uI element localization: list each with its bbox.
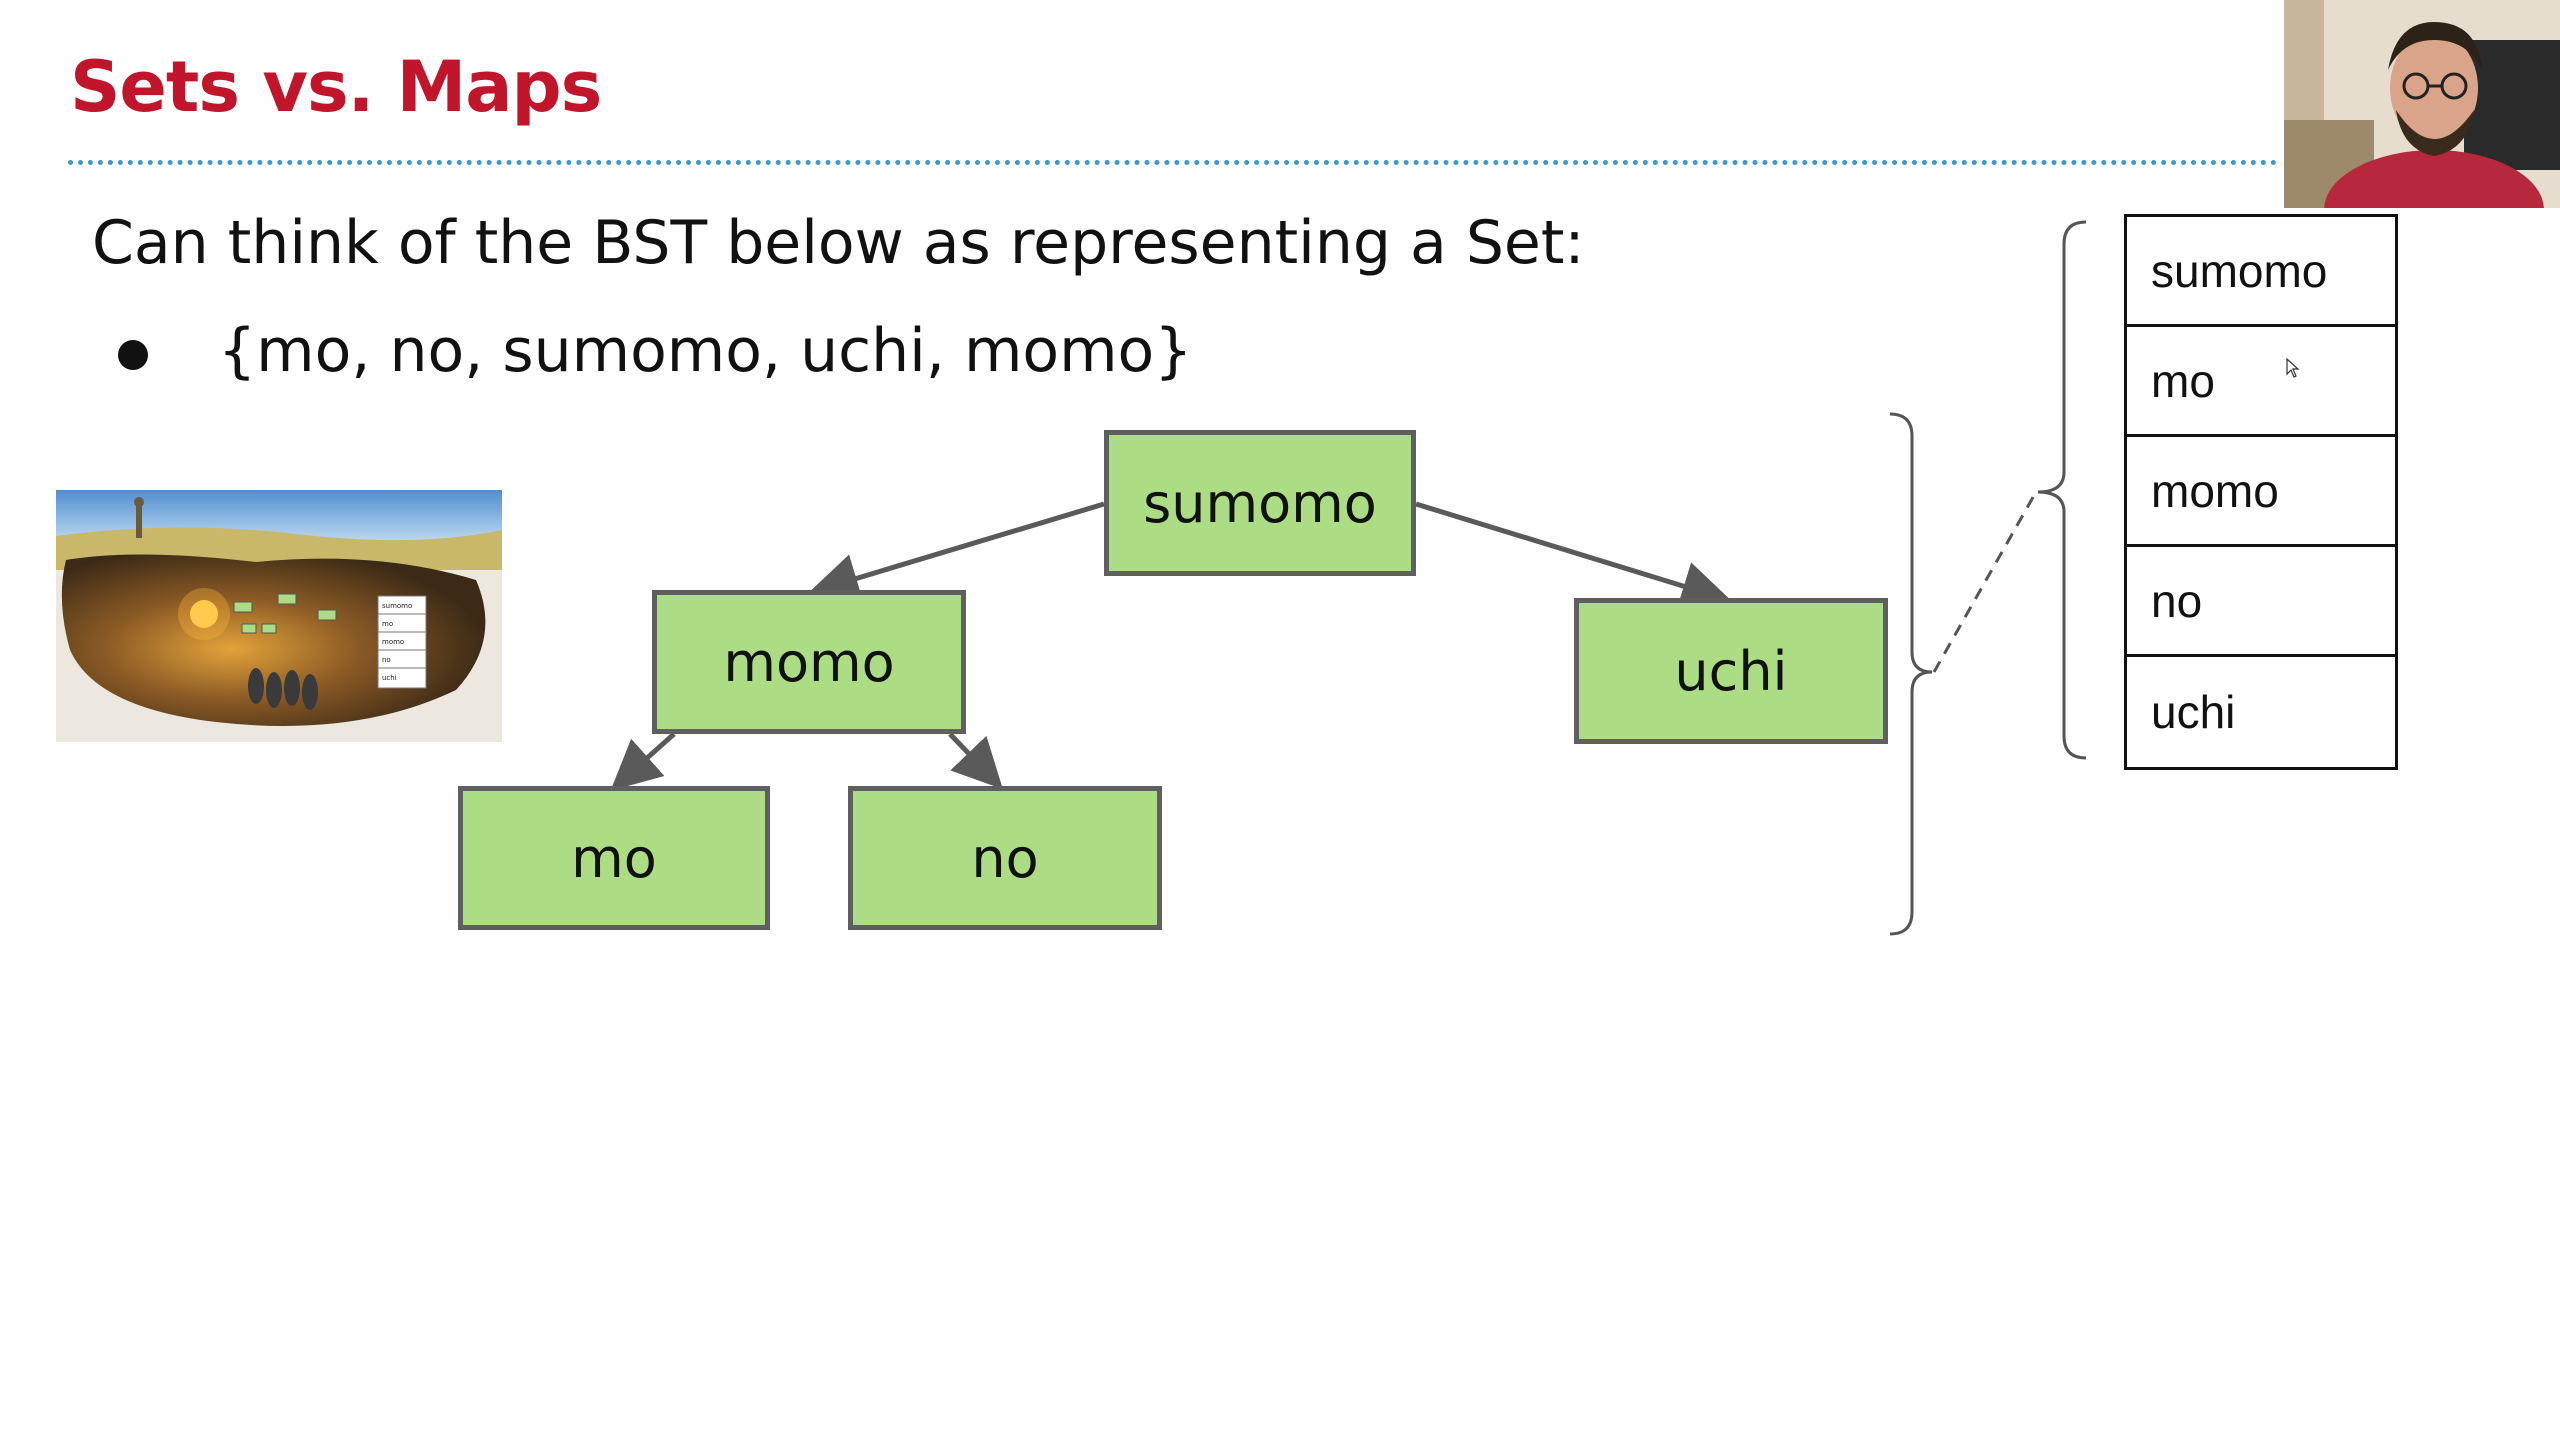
cave-illustration: sumomo mo momo no uchi [56,490,502,742]
edge-sumomo-momo [808,501,1105,603]
set-list: sumomo mo momo no uchi [2124,214,2398,770]
mouse-cursor-icon [2286,358,2300,378]
tree-node-sumomo: sumomo [1104,430,1416,576]
tree-node-uchi: uchi [1574,598,1888,744]
set-list-item: sumomo [2127,217,2395,327]
edge-momo-no [948,732,1003,790]
title-divider [68,160,2278,165]
set-list-item: no [2127,547,2395,657]
tree-node-momo: momo [652,590,966,734]
edge-sumomo-uchi [1415,501,1732,611]
thumb-list-item: momo [382,638,404,646]
thumb-list-item: no [382,656,391,664]
tree-node-no: no [848,786,1162,930]
tree-node-mo: mo [458,786,770,930]
list-brace [2037,220,2087,760]
set-list-item: momo [2127,437,2395,547]
edge-momo-mo [610,732,676,791]
thumb-list-item: sumomo [382,602,412,610]
bullet-icon [118,340,148,370]
thumb-list-item: mo [382,620,393,628]
intro-text: Can think of the BST below as representi… [92,208,1585,278]
tree-brace [1889,412,1933,936]
thumb-list-item: uchi [382,674,397,682]
slide-title: Sets vs. Maps [70,46,602,128]
bullet-set-members: {mo, no, sumomo, uchi, momo} [218,316,1193,386]
presenter-webcam [2284,0,2560,208]
set-list-item: uchi [2151,686,2236,738]
dashed-connector [1932,491,2038,673]
set-list-item: mo [2127,327,2395,437]
